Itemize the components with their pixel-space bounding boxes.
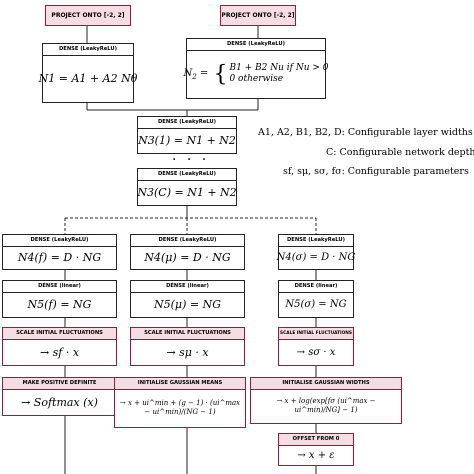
dense-n1-formula: N1 = A1 + A2 Nθ xyxy=(39,55,138,102)
dense-n3-1-box: DENSE (LeakyReLU) N3(1) = N1 + N2 xyxy=(137,116,237,154)
gaussian-widths-formula: → x + log(exp[fσ (ui^max − ui^min)/NG] −… xyxy=(276,397,376,414)
scale-f-formula: → sf · x xyxy=(39,345,80,359)
positive-definite-formula: → Softmax (x) xyxy=(21,395,98,409)
dense-n4-mu-header: DENSE (LeakyReLU) xyxy=(131,235,244,247)
dense-n3-c-header: DENSE (LeakyReLU) xyxy=(138,169,236,181)
dense-n5-mu-formula: N5(μ) = NG xyxy=(154,298,221,311)
positive-definite-box: MAKE POSITIVE DEFINITE → Softmax (x) xyxy=(2,377,117,416)
scale-f-header: SCALE INITIAL FLUCTUATIONS xyxy=(3,328,116,340)
scale-sigma-header: SCALE INITIAL FLUCTUATIONS xyxy=(279,328,353,340)
scale-mu-header: SCALE INITIAL FLUCTUATIONS xyxy=(131,328,244,340)
dense-n5-mu-box: DENSE (linear) N5(μ) = NG xyxy=(130,280,245,318)
offset-header: OFFSET FROM 0 xyxy=(279,434,353,446)
dense-n2-case1: B1 + B2 Nu if Nu > 0 xyxy=(229,63,329,73)
gaussian-means-header: INITIALISE GAUSSIAN MEANS xyxy=(115,378,245,390)
dense-n5-f-header: DENSE (linear) xyxy=(3,281,116,293)
project-label-left: PROJECT ONTO [-2, 2] xyxy=(51,12,125,19)
legend-configurable-parameters: sf, sμ, sσ, fσ: Configurable parameters xyxy=(283,166,469,177)
dense-n2-formula: N2 = { B1 + B2 Nu if Nu > 0 0 otherwise xyxy=(183,61,329,87)
dense-n3-c-box: DENSE (LeakyReLU) N3(C) = N1 + N2 xyxy=(137,168,237,206)
dense-n3-c-formula: N3(C) = N1 + N2 xyxy=(137,186,237,199)
dense-n1-header: DENSE (LeakyReLU) xyxy=(43,44,133,56)
scale-mu-formula: → sμ · x xyxy=(166,345,209,359)
scale-sigma-box: SCALE INITIAL FLUCTUATIONS → sσ · x xyxy=(278,327,354,366)
legend-layer-widths: A1, A2, B1, B2, D: Configurable layer wi… xyxy=(258,127,473,138)
gaussian-widths-box: INITIALISE GAUSSIAN WIDTHS → x + log(exp… xyxy=(250,377,402,424)
project-box-right: PROJECT ONTO [-2, 2] xyxy=(220,5,296,26)
ellipsis-dots: · · · xyxy=(172,152,210,168)
dense-n4-f-header: DENSE (LeakyReLU) xyxy=(3,235,116,247)
dense-n4-sigma-formula: N4(σ) = D · NG xyxy=(276,252,356,263)
dense-n4-f-formula: N4(f) = D · NG xyxy=(17,251,102,264)
dense-n2-cases: B1 + B2 Nu if Nu > 0 0 otherwise xyxy=(229,63,328,85)
scale-sigma-formula: → sσ · x xyxy=(296,346,336,358)
offset-box: OFFSET FROM 0 → x + ε xyxy=(278,433,354,466)
legend-network-depth: C: Configurable network depth xyxy=(326,147,474,158)
dense-n4-mu-formula: N4(μ) = D · NG xyxy=(144,251,231,264)
scale-f-box: SCALE INITIAL FLUCTUATIONS → sf · x xyxy=(2,327,117,366)
gaussian-means-formula: → x + ui^min + (g − 1) · (ui^max − ui^mi… xyxy=(119,399,241,416)
dense-n1-formula-text: N1 = A1 + A2 Nθ xyxy=(38,72,138,85)
offset-formula: → x + ε xyxy=(297,449,335,461)
dense-n3-1-formula: N3(1) = N1 + N2 xyxy=(138,134,236,147)
dense-n4-f-box: DENSE (LeakyReLU) N4(f) = D · NG xyxy=(2,234,117,270)
dense-n3-1-header: DENSE (LeakyReLU) xyxy=(138,117,236,129)
dense-n5-sigma-header: DENSE (linear) xyxy=(279,281,353,293)
scale-mu-box: SCALE INITIAL FLUCTUATIONS → sμ · x xyxy=(130,327,245,366)
dense-n2-case2: 0 otherwise xyxy=(229,74,284,84)
dense-n2-box: DENSE (LeakyReLU) N2 = { B1 + B2 Nu if N… xyxy=(183,38,329,99)
dense-n5-mu-header: DENSE (linear) xyxy=(131,281,244,293)
project-label-right: PROJECT ONTO [-2, 2] xyxy=(221,12,295,19)
dense-n4-mu-box: DENSE (LeakyReLU) N4(μ) = D · NG xyxy=(130,234,245,270)
dense-n4-sigma-box: DENSE (LeakyReLU) N4(σ) = D · NG xyxy=(276,234,356,270)
dense-n5-sigma-formula: N5(σ) = NG xyxy=(285,299,347,310)
dense-n2-header: DENSE (LeakyReLU) xyxy=(187,39,325,51)
positive-definite-header: MAKE POSITIVE DEFINITE xyxy=(3,378,116,390)
project-box-left: PROJECT ONTO [-2, 2] xyxy=(45,5,131,26)
dense-n5-f-box: DENSE (linear) N5(f) = NG xyxy=(2,280,117,318)
dense-n5-f-formula: N5(f) = NG xyxy=(27,298,92,311)
gaussian-means-box: INITIALISE GAUSSIAN MEANS → x + ui^min +… xyxy=(114,377,246,428)
dense-n4-sigma-header: DENSE (LeakyReLU) xyxy=(279,235,353,247)
dense-n1-box: DENSE (LeakyReLU) N1 = A1 + A2 Nθ xyxy=(39,43,138,103)
gaussian-widths-header: INITIALISE GAUSSIAN WIDTHS xyxy=(251,378,401,390)
dense-n5-sigma-box: DENSE (linear) N5(σ) = NG xyxy=(278,280,354,318)
